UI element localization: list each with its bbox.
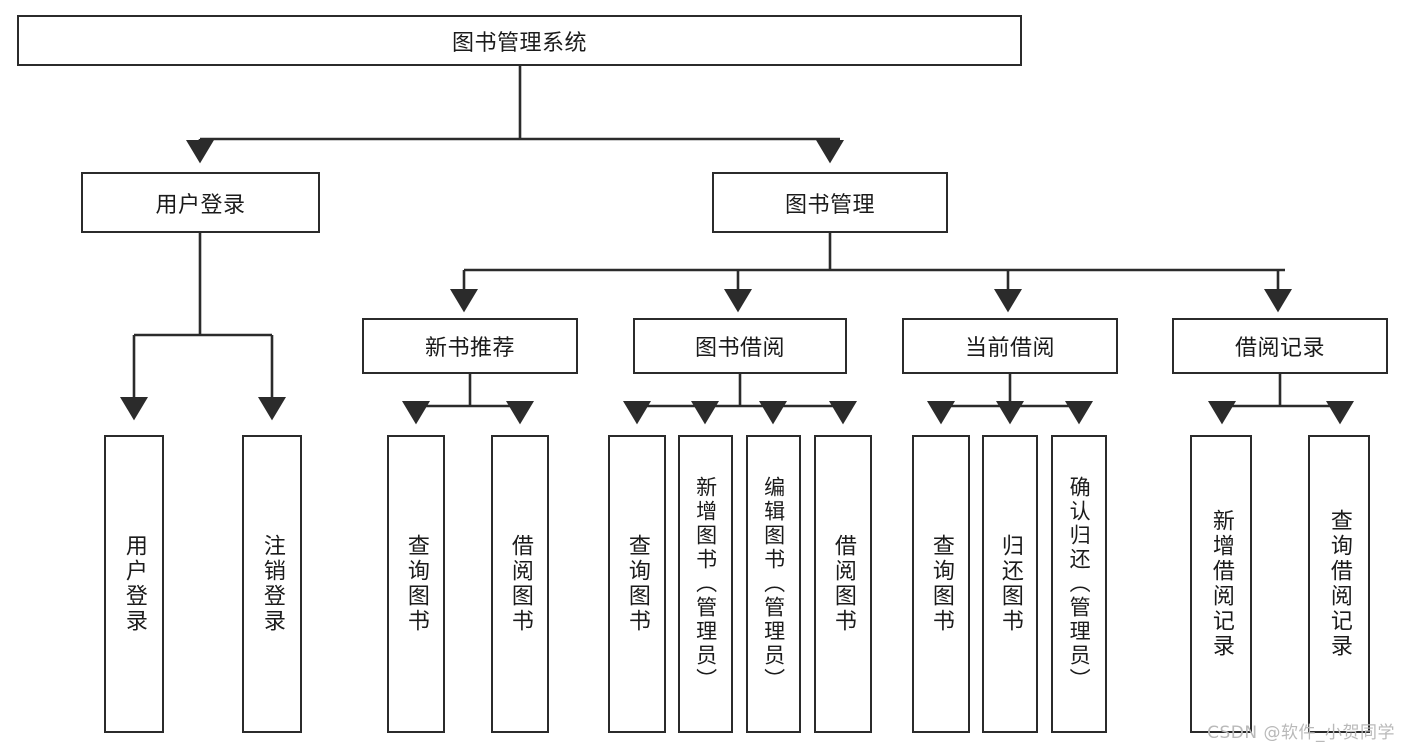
node-book-management[interactable]: 图书管理: [712, 172, 948, 233]
leaf-query-borrow-record[interactable]: 查询借阅记录: [1308, 435, 1370, 733]
leaf-add-borrow-record[interactable]: 新增借阅记录: [1190, 435, 1252, 733]
leaf-query-book-borrow[interactable]: 查询图书: [608, 435, 666, 733]
node-root-system[interactable]: 图书管理系统: [17, 15, 1022, 66]
node-book-borrow[interactable]: 图书借阅: [633, 318, 847, 374]
node-borrow-record[interactable]: 借阅记录: [1172, 318, 1388, 374]
leaf-user-login[interactable]: 用户登录: [104, 435, 164, 733]
leaf-confirm-return-admin[interactable]: 确认归还（管理员）: [1051, 435, 1107, 733]
leaf-edit-book-admin[interactable]: 编辑图书（管理员）: [746, 435, 801, 733]
leaf-query-book-recommend[interactable]: 查询图书: [387, 435, 445, 733]
node-new-book-recommend[interactable]: 新书推荐: [362, 318, 578, 374]
leaf-add-book-admin[interactable]: 新增图书（管理员）: [678, 435, 733, 733]
node-current-borrow[interactable]: 当前借阅: [902, 318, 1118, 374]
leaf-query-book-current[interactable]: 查询图书: [912, 435, 970, 733]
leaf-borrow-book-borrow[interactable]: 借阅图书: [814, 435, 872, 733]
leaf-borrow-book-recommend[interactable]: 借阅图书: [491, 435, 549, 733]
leaf-return-book[interactable]: 归还图书: [982, 435, 1038, 733]
node-user-login[interactable]: 用户登录: [81, 172, 320, 233]
leaf-logout-login[interactable]: 注销登录: [242, 435, 302, 733]
